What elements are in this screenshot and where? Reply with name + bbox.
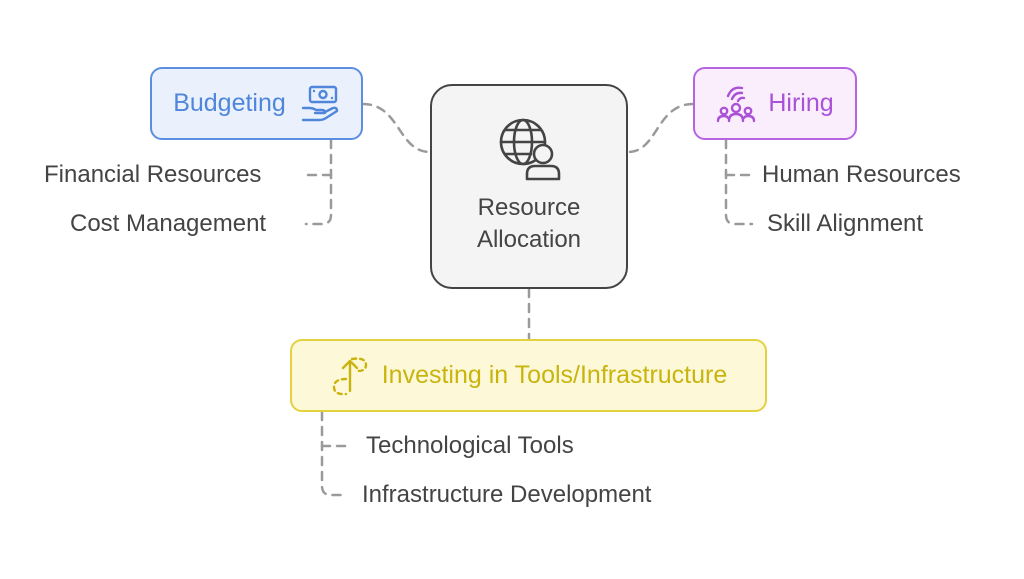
center-node-resource-allocation[interactable]: Resource Allocation (430, 84, 628, 289)
leaf-cost-management: Cost Management (70, 210, 267, 237)
leaf-financial-resources: Financial Resources (44, 161, 262, 188)
connector-hiring-leaves (724, 138, 754, 226)
budgeting-label: Budgeting (173, 89, 286, 117)
center-label-line1: Resource (477, 194, 581, 221)
leaf-skill-alignment: Skill Alignment (767, 210, 924, 237)
investing-node[interactable]: Investing in Tools/Infrastructure (290, 339, 767, 412)
connector-investing-leaves (320, 410, 349, 497)
globe-user-icon (499, 118, 561, 181)
connector-budgeting-leaves (304, 138, 333, 226)
connector-center-hiring (626, 102, 695, 154)
investing-label: Investing in Tools/Infrastructure (381, 361, 728, 389)
people-group-icon (717, 85, 756, 122)
growth-arrow-icon (332, 356, 367, 395)
center-label-line2: Allocation (476, 226, 582, 253)
leaf-technological-tools: Technological Tools (366, 432, 574, 459)
hiring-label: Hiring (768, 89, 834, 117)
hand-money-icon (301, 85, 338, 121)
leaf-infrastructure-development: Infrastructure Development (362, 481, 652, 508)
budgeting-node[interactable]: Budgeting (150, 67, 363, 140)
connector-center-budgeting (361, 102, 432, 154)
hiring-node[interactable]: Hiring (693, 67, 857, 140)
leaf-human-resources: Human Resources (762, 161, 961, 188)
